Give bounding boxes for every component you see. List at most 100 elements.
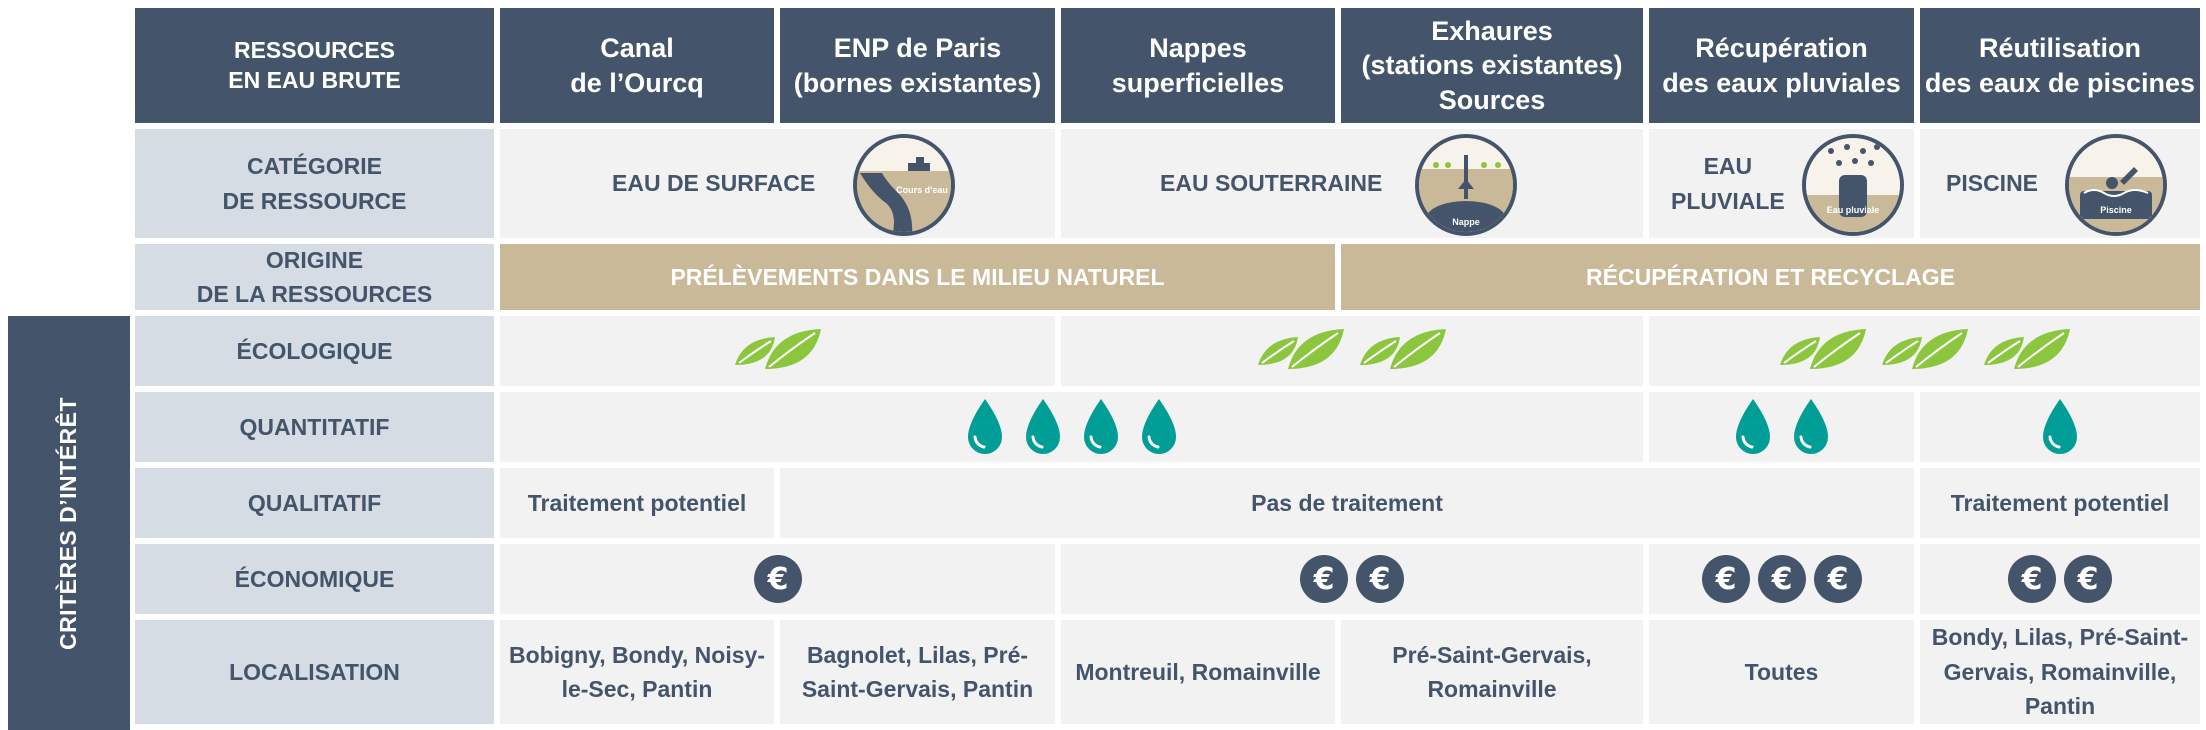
leaf-icon — [734, 329, 821, 369]
water-drop-icon — [1025, 399, 1060, 454]
euro-coin-icon: € — [1356, 555, 1404, 603]
criteria-side-label: CRITÈRES D’INTÉRÊT — [8, 316, 130, 730]
header-col-piscines-text: Réutilisation des eaux de piscines — [1924, 32, 2196, 98]
origine-recyclage-text: RÉCUPÉRATION ET RECYCLAGE — [1586, 263, 1955, 290]
svg-text:€: € — [1313, 562, 1335, 597]
river-icon-label: Cours d'eau — [896, 185, 948, 195]
row-label-qualitatif: QUALITATIF — [135, 468, 494, 538]
svg-text:€: € — [766, 562, 788, 597]
categorie-souterraine-text: EAU SOUTERRAINE — [1160, 170, 1383, 197]
water-drop-icon — [967, 399, 1002, 454]
categorie-pluviale-cell: EAU PLUVIALE Eau pluviale — [1649, 129, 1914, 238]
row-label-categorie: CATÉGORIE DE RESSOURCE — [135, 129, 494, 238]
river-icon: Cours d'eau — [852, 133, 956, 237]
economique-score-3: € € € — [1649, 544, 1914, 614]
row-label-economique-text: ÉCONOMIQUE — [234, 565, 395, 592]
euro-coin-icon: € — [1757, 555, 1806, 603]
svg-text:€: € — [1826, 562, 1848, 597]
origine-recyclage-band: RÉCUPÉRATION ET RECYCLAGE — [1341, 244, 2200, 310]
qualitatif-piscine: Traitement potentiel — [1920, 468, 2200, 538]
quantitatif-score-2 — [1649, 392, 1914, 462]
groundwater-icon: Nappe — [1414, 133, 1518, 237]
ecologique-score-2 — [1061, 316, 1643, 386]
header-col-exhaures: Exhaures (stations existantes) Sources — [1341, 8, 1643, 123]
row-label-ecologique-text: ÉCOLOGIQUE — [236, 337, 393, 364]
localisation-enp: Bagnolet, Lilas, Pré- Saint-Gervais, Pan… — [780, 620, 1055, 724]
header-col-enp: ENP de Paris (bornes existantes) — [780, 8, 1055, 123]
groundwater-icon-label: Nappe — [1452, 217, 1480, 227]
euro-coin-icon: € — [1813, 555, 1862, 603]
header-col-nappes-text: Nappes superficielles — [1111, 32, 1285, 98]
qualitatif-canal: Traitement potentiel — [500, 468, 774, 538]
localisation-pluviales: Toutes — [1649, 620, 1914, 724]
header-col-canal-text: Canal de l’Ourcq — [570, 32, 704, 98]
origine-naturel-text: PRÉLÈVEMENTS DANS LE MILIEU NATUREL — [670, 263, 1165, 290]
header-col-pluviales-text: Récupération des eaux pluviales — [1662, 32, 1901, 98]
qualitatif-middle-text: Pas de traitement — [1251, 489, 1443, 516]
water-drop-icon — [1141, 399, 1176, 454]
localisation-nappes: Montreuil, Romainville — [1061, 620, 1335, 724]
leaf-icon — [1779, 329, 1866, 369]
row-label-quantitatif: QUANTITATIF — [135, 392, 494, 462]
water-drop-icon — [1735, 399, 1770, 454]
ecologique-score-3 — [1649, 316, 2200, 386]
row-label-qualitatif-text: QUALITATIF — [247, 489, 382, 516]
svg-text:€: € — [2021, 562, 2043, 597]
localisation-nappes-text: Montreuil, Romainville — [1075, 658, 1321, 685]
svg-text:€: € — [1770, 562, 1792, 597]
svg-text:€: € — [1714, 562, 1736, 597]
economique-score-1: € — [500, 544, 1055, 614]
localisation-exhaures-text: Pré-Saint-Gervais, Romainville — [1392, 641, 1592, 703]
qualitatif-middle: Pas de traitement — [780, 468, 1914, 538]
categorie-souterraine-cell: EAU SOUTERRAINE Nappe — [1061, 129, 1643, 238]
pool-icon: Piscine — [2064, 133, 2168, 237]
row-label-origine-text: ORIGINE DE LA RESSOURCES — [196, 246, 433, 308]
localisation-piscines-text: Bondy, Lilas, Pré-Saint- Gervais, Romain… — [1931, 624, 2189, 720]
leaf-icon — [1881, 329, 1968, 369]
header-corner: RESSOURCES EN EAU BRUTE — [135, 8, 494, 123]
row-label-localisation: LOCALISATION — [135, 620, 494, 724]
categorie-piscine-text: PISCINE — [1946, 170, 2039, 197]
header-col-exhaures-text: Exhaures (stations existantes) Sources — [1361, 15, 1623, 115]
row-label-categorie-text: CATÉGORIE DE RESSOURCE — [222, 153, 407, 214]
row-label-economique: ÉCONOMIQUE — [135, 544, 494, 614]
quantitatif-score-3 — [1920, 392, 2200, 462]
rainwater-icon-label: Eau pluviale — [1827, 205, 1880, 215]
header-col-piscines: Réutilisation des eaux de piscines — [1920, 8, 2200, 123]
localisation-enp-text: Bagnolet, Lilas, Pré- Saint-Gervais, Pan… — [801, 641, 1034, 703]
euro-coin-icon: € — [1300, 555, 1348, 603]
header-col-enp-text: ENP de Paris (bornes existantes) — [793, 32, 1042, 98]
svg-text:€: € — [1369, 562, 1391, 597]
svg-text:€: € — [2077, 562, 2099, 597]
rainwater-icon: Eau pluviale — [1801, 133, 1905, 237]
categorie-pluviale-text: EAU PLUVIALE — [1671, 153, 1785, 214]
economique-score-4: €€ — [1920, 544, 2200, 614]
euro-coin-icon: € — [2064, 555, 2112, 603]
leaf-icon — [1983, 329, 2070, 369]
water-drop-icon — [1083, 399, 1118, 454]
qualitatif-canal-text: Traitement potentiel — [527, 489, 747, 516]
row-label-quantitatif-text: QUANTITATIF — [239, 413, 390, 440]
water-drop-icon — [2043, 399, 2077, 454]
categorie-surface-cell: EAU DE SURFACE Cours d'eau — [500, 129, 1055, 238]
origine-naturel-band: PRÉLÈVEMENTS DANS LE MILIEU NATUREL — [500, 244, 1335, 310]
quantitatif-score-1 — [500, 392, 1643, 462]
localisation-piscines: Bondy, Lilas, Pré-Saint- Gervais, Romain… — [1920, 620, 2200, 724]
water-drop-icon — [1793, 399, 1828, 454]
header-col-canal: Canal de l’Ourcq — [500, 8, 774, 123]
pool-icon-label: Piscine — [2100, 205, 2132, 215]
row-label-origine: ORIGINE DE LA RESSOURCES — [135, 244, 494, 310]
row-label-ecologique: ÉCOLOGIQUE — [135, 316, 494, 386]
criteria-side-label-text: CRITÈRES D’INTÉRÊT — [55, 396, 82, 650]
leaf-icon — [1258, 329, 1344, 369]
leaf-icon — [1360, 329, 1446, 369]
ecologique-score-1 — [500, 316, 1055, 386]
categorie-piscine-cell: PISCINE Piscine — [1920, 129, 2200, 238]
header-col-nappes: Nappes superficielles — [1061, 8, 1335, 123]
qualitatif-piscine-text: Traitement potentiel — [1950, 489, 2170, 516]
euro-coin-icon: € — [753, 555, 802, 603]
header-corner-text: RESSOURCES EN EAU BRUTE — [228, 37, 401, 93]
localisation-canal: Bobigny, Bondy, Noisy- le-Sec, Pantin — [500, 620, 774, 724]
header-col-pluviales: Récupération des eaux pluviales — [1649, 8, 1914, 123]
categorie-surface-text: EAU DE SURFACE — [612, 170, 816, 197]
